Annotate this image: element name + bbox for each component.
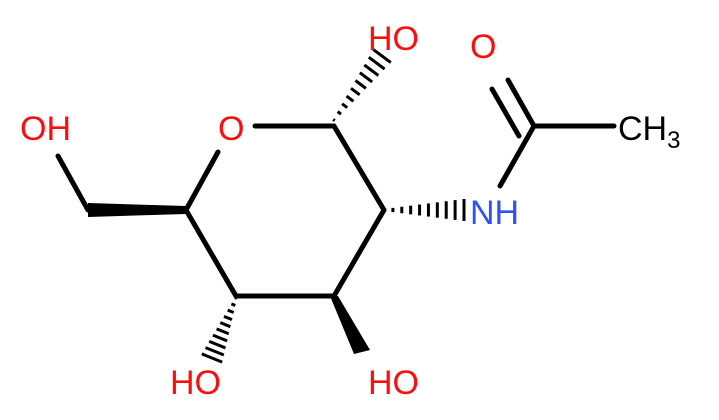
bond-c2-c3	[331, 207, 387, 299]
hash-c1-oh-stripe	[372, 48, 392, 64]
hash-c4-oh-stripe	[223, 314, 233, 322]
atom-ho-bottom-left: HO	[170, 364, 221, 402]
atom-o-carbonyl: O	[470, 28, 496, 66]
bond-carbonyl-c-o-1	[505, 77, 537, 129]
wedge-c5-ch2	[88, 203, 186, 217]
bond-c1-c2	[331, 123, 387, 213]
hash-c1-oh-stripe	[345, 94, 355, 103]
atom-o-ring: O	[218, 110, 244, 148]
hash-c1-oh-stripe	[354, 79, 367, 90]
hash-c4-oh-stripe	[212, 333, 228, 343]
hash-c1-oh-stripe	[363, 63, 380, 77]
hash-c4-oh-stripe	[216, 327, 230, 336]
hash-c4-oh-stripe	[204, 346, 225, 357]
atom-ho-bottom-right: HO	[368, 364, 419, 402]
hash-c4-oh-stripe	[201, 352, 223, 364]
bond-ch2-oh	[55, 153, 91, 213]
hash-c4-oh-stripe	[219, 321, 231, 329]
hash-c4-oh-stripe	[208, 340, 227, 350]
atom-methyl: CH3	[618, 110, 680, 154]
hash-c4-oh-stripe	[230, 302, 236, 307]
bond-c5-ring-o	[183, 149, 221, 213]
hashed-bonds	[201, 48, 466, 364]
hash-c4-oh-stripe	[227, 308, 235, 314]
bond-c4-c5	[183, 207, 239, 299]
hash-c1-oh-stripe	[341, 102, 349, 109]
bond-n-carbonyl-c	[497, 123, 537, 189]
bond-carbonyl-c-o-2	[489, 86, 522, 139]
hash-c1-oh-stripe	[367, 55, 386, 71]
atom-oh-top-left: OH	[20, 110, 71, 148]
wedge-c3-oh	[330, 296, 370, 354]
wedge-bonds	[88, 203, 370, 354]
hash-c1-oh-stripe	[332, 118, 336, 122]
bonds	[55, 77, 617, 299]
atom-ho-anomeric: HO	[368, 20, 419, 58]
methyl-ch: CH	[618, 110, 667, 148]
atom-nh-amide: NH	[470, 194, 519, 232]
methyl-subscript: 3	[667, 127, 680, 154]
hash-c1-oh-stripe	[336, 110, 342, 116]
hash-c1-oh-stripe	[358, 71, 374, 84]
hash-c4-oh-stripe	[234, 296, 238, 300]
hash-c1-oh-stripe	[350, 87, 361, 97]
